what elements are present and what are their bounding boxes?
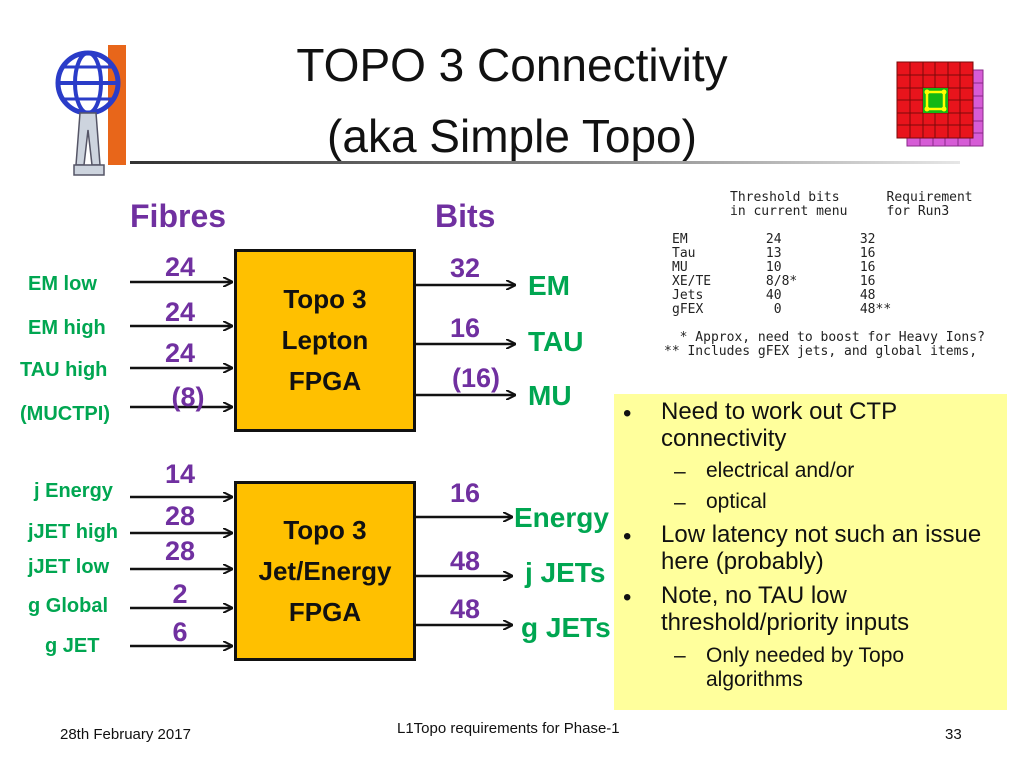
input-label-em-high: EM high	[28, 317, 106, 339]
fibres-g-global: 2	[172, 579, 188, 609]
input-label-g-global: g Global	[28, 595, 108, 617]
bits-em: 32	[449, 253, 481, 283]
footer-title: L1Topo requirements for Phase-1	[397, 720, 620, 737]
output-label-mu: MU	[528, 380, 572, 411]
topo-grid-icon	[896, 61, 984, 147]
title-rule	[130, 161, 960, 164]
bullet-icon: •	[623, 523, 632, 550]
output-label-g-jets: g JETs	[521, 612, 611, 643]
input-label-jjet-high: jJET high	[28, 521, 118, 543]
fibres-g-jet: 6	[172, 617, 188, 647]
bits-tau: 16	[449, 313, 481, 343]
lepton-box-line1: Topo 3	[283, 284, 367, 314]
fibres-em-low: 24	[164, 252, 196, 282]
jet-box-line1: Topo 3	[283, 514, 367, 545]
fibres-tau-high: 24	[164, 338, 196, 368]
notes-box: • Need to work out CTP connectivity – el…	[614, 394, 1007, 710]
slide-title-line1: TOPO 3 Connectivity	[296, 39, 728, 91]
jet-energy-fpga-box: Topo 3 Jet/Energy FPGA	[234, 481, 416, 661]
dash-icon: –	[674, 644, 686, 667]
threshold-table-footnotes: * Approx, need to boost for Heavy Ions? …	[664, 330, 985, 359]
bits-energy: 16	[449, 478, 481, 508]
footer-date: 28th February 2017	[60, 726, 191, 743]
fibres-jjet-low: 28	[164, 536, 196, 566]
dash-icon: –	[674, 491, 686, 514]
jet-box-line2: Jet/Energy	[258, 555, 392, 586]
note-ctp-connectivity: Need to work out CTP connectivity	[661, 398, 897, 452]
output-label-em: EM	[528, 270, 570, 301]
lepton-fpga-box: Topo 3 Lepton FPGA	[234, 249, 416, 432]
bits-j-jets: 48	[449, 546, 481, 576]
bullet-icon: •	[623, 584, 632, 611]
input-label-em-low: EM low	[28, 273, 97, 295]
note-no-tau-low: Note, no TAU low threshold/priority inpu…	[661, 582, 910, 636]
note-sub-electrical: electrical and/or	[706, 459, 855, 482]
output-label-j-jets: j JETs	[525, 557, 606, 588]
jet-box-line3: FPGA	[288, 596, 362, 627]
fibres-header: Fibres	[130, 198, 227, 234]
dash-icon: –	[674, 460, 686, 483]
note-low-latency: Low latency not such an issue here (prob…	[661, 521, 982, 575]
input-label-jjet-low: jJET low	[28, 556, 110, 578]
bullet-icon: •	[623, 400, 632, 427]
input-label-muctpi: (MUCTPI)	[20, 403, 110, 425]
output-label-tau: TAU	[528, 326, 584, 357]
threshold-table-header: Threshold bits Requirement in current me…	[730, 190, 973, 219]
bits-g-jets: 48	[449, 594, 481, 624]
input-label-j-energy: j Energy	[34, 480, 113, 502]
fibres-jjet-high: 28	[164, 501, 196, 531]
note-sub-only-topo: Only needed by Topo algorithms	[706, 644, 905, 691]
lepton-box-line2: Lepton	[281, 325, 369, 355]
slide-title-line2: (aka Simple Topo)	[327, 110, 697, 162]
atlas-logo-icon	[55, 45, 126, 176]
footer-page-number: 33	[945, 726, 962, 743]
input-label-tau-high: TAU high	[20, 359, 108, 381]
bits-mu: (16)	[451, 363, 500, 393]
fibres-muctpi: (8)	[171, 382, 205, 412]
fibres-em-high: 24	[164, 297, 196, 327]
threshold-table-rows: EM 24 32 Tau 13 16 MU 10 16 XE/TE 8/8* 1…	[672, 232, 892, 317]
input-label-g-jet: g JET	[45, 635, 100, 657]
lepton-box-line3: FPGA	[288, 366, 362, 396]
note-sub-optical: optical	[706, 490, 767, 513]
fibres-j-energy: 14	[164, 459, 196, 489]
bits-header: Bits	[435, 198, 496, 234]
output-label-energy: Energy	[514, 502, 609, 533]
